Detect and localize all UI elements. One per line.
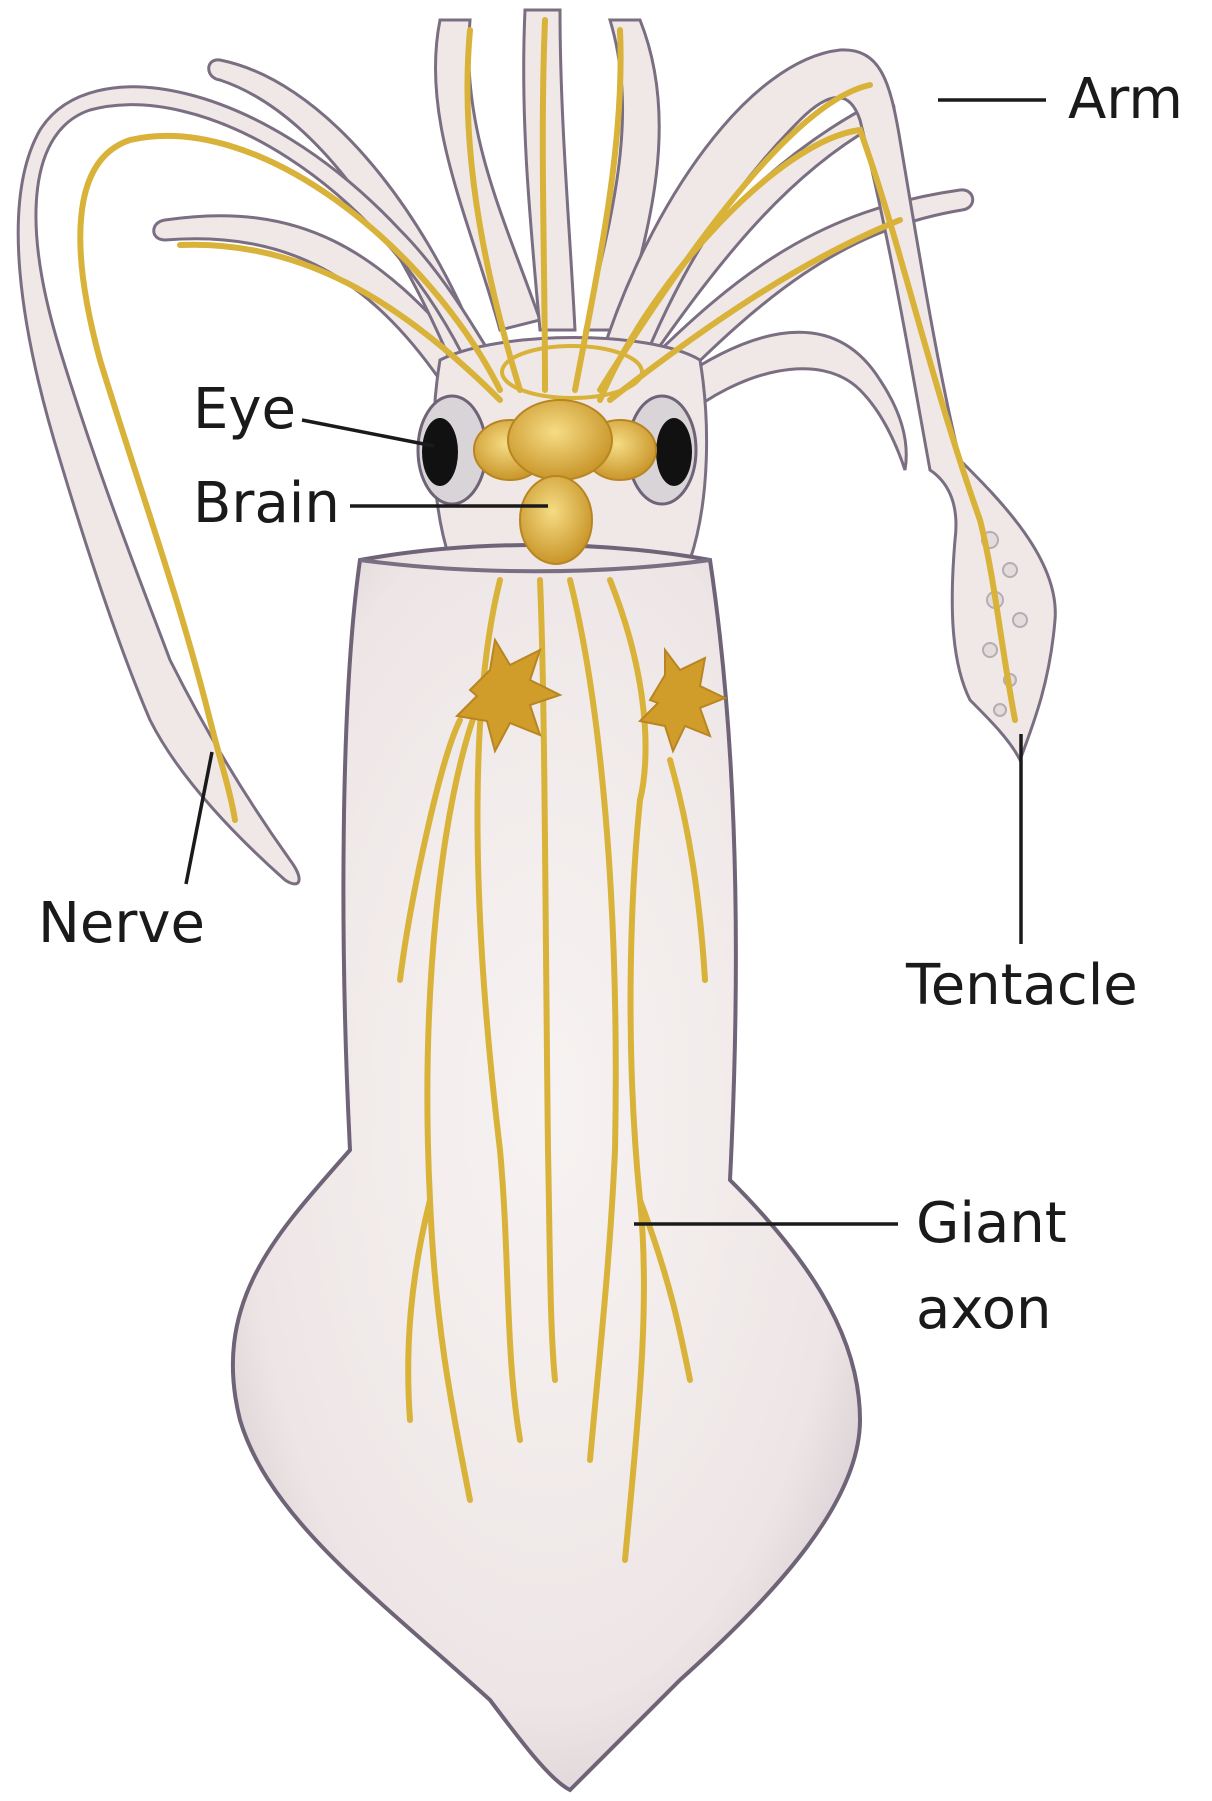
label-eye: Eye <box>193 382 296 438</box>
label-giant-axon-line1: Giant <box>916 1196 1067 1252</box>
label-arm: Arm <box>1068 72 1183 128</box>
label-tentacle: Tentacle <box>906 958 1138 1014</box>
arm-back-center <box>524 10 575 330</box>
label-nerve: Nerve <box>38 896 205 952</box>
label-giant-axon-line2: axon <box>916 1282 1052 1338</box>
label-brain: Brain <box>193 476 340 532</box>
leader-eye <box>302 420 434 446</box>
